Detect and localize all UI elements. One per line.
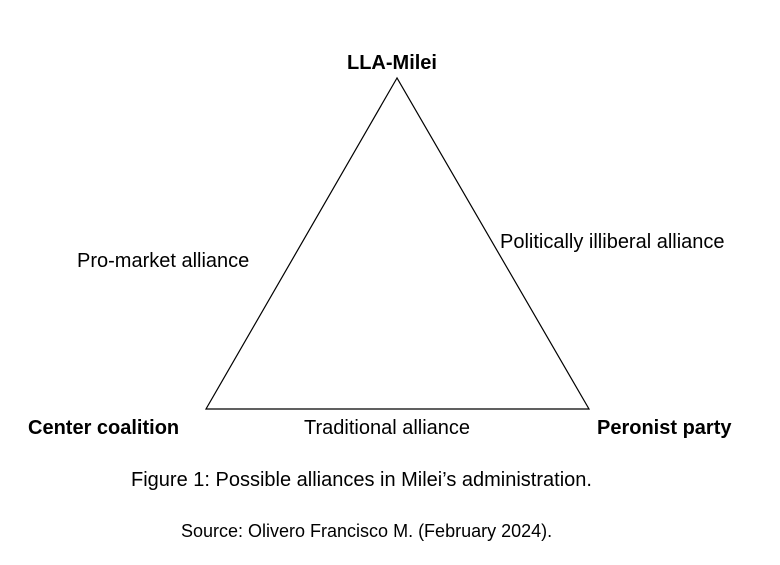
- edge-traditional: Traditional alliance: [304, 417, 471, 439]
- edge-illiberal: Politically illiberal alliance: [500, 231, 725, 253]
- alliance-triangle: [204, 76, 591, 410]
- figure-source: Source: Olivero Francisco M. (February 2…: [181, 521, 553, 541]
- node-lla-milei: LLA-Milei: [347, 52, 437, 74]
- edge-pro-market: Pro-market alliance: [77, 250, 250, 272]
- figure-caption: Figure 1: Possible alliances in Milei’s …: [131, 469, 592, 491]
- node-peronist-party: Peronist party: [597, 417, 732, 439]
- node-center-coalition: Center coalition: [28, 417, 180, 439]
